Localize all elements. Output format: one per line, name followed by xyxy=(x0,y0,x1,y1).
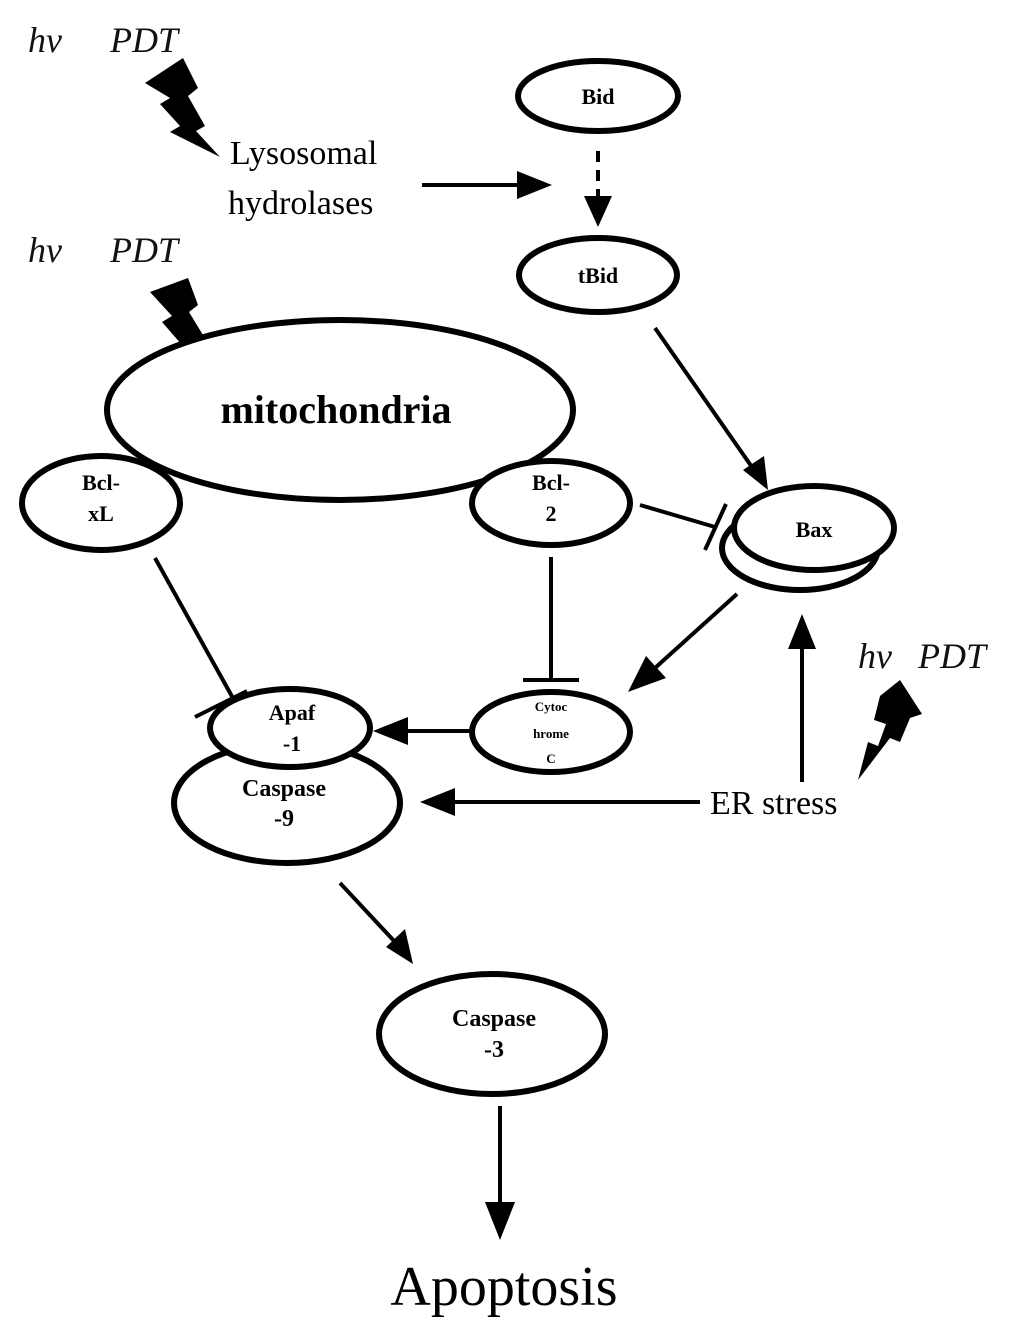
svg-text:Bid: Bid xyxy=(581,84,614,109)
svg-text:hrome: hrome xyxy=(533,726,569,741)
arrow-caspase9-to-caspase3 xyxy=(338,881,413,964)
node-bcl-2: Bcl- 2 xyxy=(469,458,633,548)
node-apaf-1: Apaf -1 xyxy=(207,686,373,770)
node-tbid: tBid xyxy=(516,235,680,315)
er-stress-label: ER stress xyxy=(710,785,838,822)
svg-text:Caspase: Caspase xyxy=(452,1006,536,1032)
svg-text:Lysosomal: Lysosomal xyxy=(230,135,377,172)
pdt-stimulus-lysosome: hν PDT xyxy=(28,20,220,157)
svg-text:xL: xL xyxy=(88,501,114,526)
arrow-er-to-caspase9 xyxy=(420,788,700,816)
inhibit-bcl2-to-cytochrome xyxy=(523,557,579,682)
lysosomal-hydrolases-label: Lysosomal hydrolases xyxy=(228,135,377,222)
lightning-bolt-icon xyxy=(145,58,220,157)
node-cytochrome-c: Cytoc hrome C xyxy=(469,689,633,775)
svg-text:-3: -3 xyxy=(484,1037,504,1063)
pdt-label: PDT xyxy=(109,20,181,60)
arrow-caspase3-to-apoptosis xyxy=(485,1106,515,1240)
hv-symbol: hν xyxy=(858,636,892,676)
apoptosis-label: Apoptosis xyxy=(390,1256,617,1318)
hv-symbol: hν xyxy=(28,20,62,60)
node-bax: Bax xyxy=(719,483,897,593)
svg-text:Caspase: Caspase xyxy=(242,776,326,802)
svg-text:Bcl-: Bcl- xyxy=(82,470,120,495)
svg-text:hydrolases: hydrolases xyxy=(228,185,373,222)
arrow-er-to-bax xyxy=(788,614,816,782)
pdt-stimulus-mitochondria: hν PDT xyxy=(28,230,222,378)
svg-text:Cytoc: Cytoc xyxy=(535,699,568,714)
svg-text:-1: -1 xyxy=(283,731,301,756)
svg-text:2: 2 xyxy=(546,501,557,526)
node-bid: Bid xyxy=(515,58,681,134)
svg-text:Apaf: Apaf xyxy=(269,700,316,725)
svg-text:Bax: Bax xyxy=(796,517,833,542)
arrow-lysosomal-to-bid xyxy=(422,171,552,199)
arrow-cytochrome-to-apaf xyxy=(373,717,470,745)
svg-text:mitochondria: mitochondria xyxy=(220,387,451,432)
arrow-bid-to-tbid-dashed xyxy=(584,151,612,227)
lightning-bolt-icon xyxy=(858,680,922,780)
pdt-stimulus-er: hν PDT xyxy=(858,636,989,780)
arrow-tbid-to-bax xyxy=(653,326,768,490)
inhibit-bcl2-to-bax xyxy=(639,503,728,551)
lightning-bolt-icon xyxy=(150,278,222,378)
pdt-label: PDT xyxy=(109,230,181,270)
arrow-bax-to-cytochrome xyxy=(628,592,739,692)
pdt-label: PDT xyxy=(917,636,989,676)
svg-text:tBid: tBid xyxy=(578,263,618,288)
node-mitochondria: mitochondria xyxy=(104,317,576,503)
node-bcl-xl: Bcl- xL xyxy=(19,453,183,553)
inhibit-bclxl-to-apaf xyxy=(153,557,248,719)
svg-text:C: C xyxy=(546,751,555,766)
node-caspase-3: Caspase -3 xyxy=(376,971,608,1097)
svg-text:-9: -9 xyxy=(274,806,294,832)
svg-text:Bcl-: Bcl- xyxy=(532,470,570,495)
hv-symbol: hν xyxy=(28,230,62,270)
